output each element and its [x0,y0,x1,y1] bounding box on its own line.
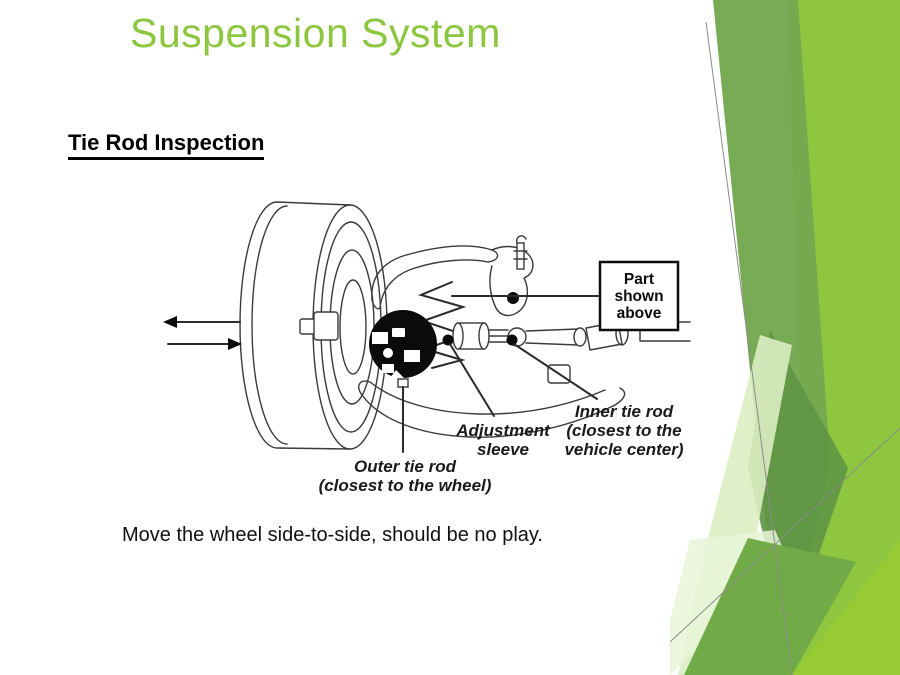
inner-tie-rod-label: Inner tie rod (closest to the vehicle ce… [564,402,683,459]
svg-text:Inner tie rod: Inner tie rod [575,402,674,421]
svg-text:(closest to the wheel): (closest to the wheel) [319,476,492,495]
adjustment-sleeve-dot [442,334,454,346]
slide-title: Suspension System [130,10,501,56]
coil-spring [417,281,469,369]
part-shown-above-box: Part shown above [598,260,680,332]
svg-text:sleeve: sleeve [477,440,529,459]
deco-thin-line-2 [670,427,900,643]
right-arrow-icon [167,338,242,350]
adjustment-sleeve-label: Adjustment sleeve [455,421,551,459]
part-box-line-2: shown [614,288,663,305]
outer-tie-rod-label: Outer tie rod (closest to the wheel) [319,457,492,495]
deco-thin-line-1 [705,21,793,675]
highlight-circle [369,310,437,388]
ball-joint [507,292,519,304]
castle-nut [397,378,409,388]
instruction-text: Move the wheel side-to-side, should be n… [122,524,543,546]
svg-text:(closest to the: (closest to the [566,421,681,440]
left-arrow-icon [163,316,241,328]
leader-lines [402,295,600,453]
right-decoration [670,0,900,675]
cotter-pin [516,242,525,270]
part-box-line-3: above [617,305,662,322]
deco-bottom-bright-wedge [792,540,900,675]
suspension-diagram: Part shown above Adjustment sleeve Inner… [163,201,691,495]
tire-drawing [239,201,388,450]
section-heading: Tie Rod Inspection [68,130,265,160]
deco-bottom-wedge [684,538,856,675]
part-box-line-1: Part [624,271,654,288]
svg-text:Adjustment: Adjustment [455,421,551,440]
hub [313,311,339,341]
svg-text:vehicle center): vehicle center) [564,440,683,459]
svg-text:Outer tie rod: Outer tie rod [354,457,457,476]
inner-tie-rod-dot [506,334,518,346]
